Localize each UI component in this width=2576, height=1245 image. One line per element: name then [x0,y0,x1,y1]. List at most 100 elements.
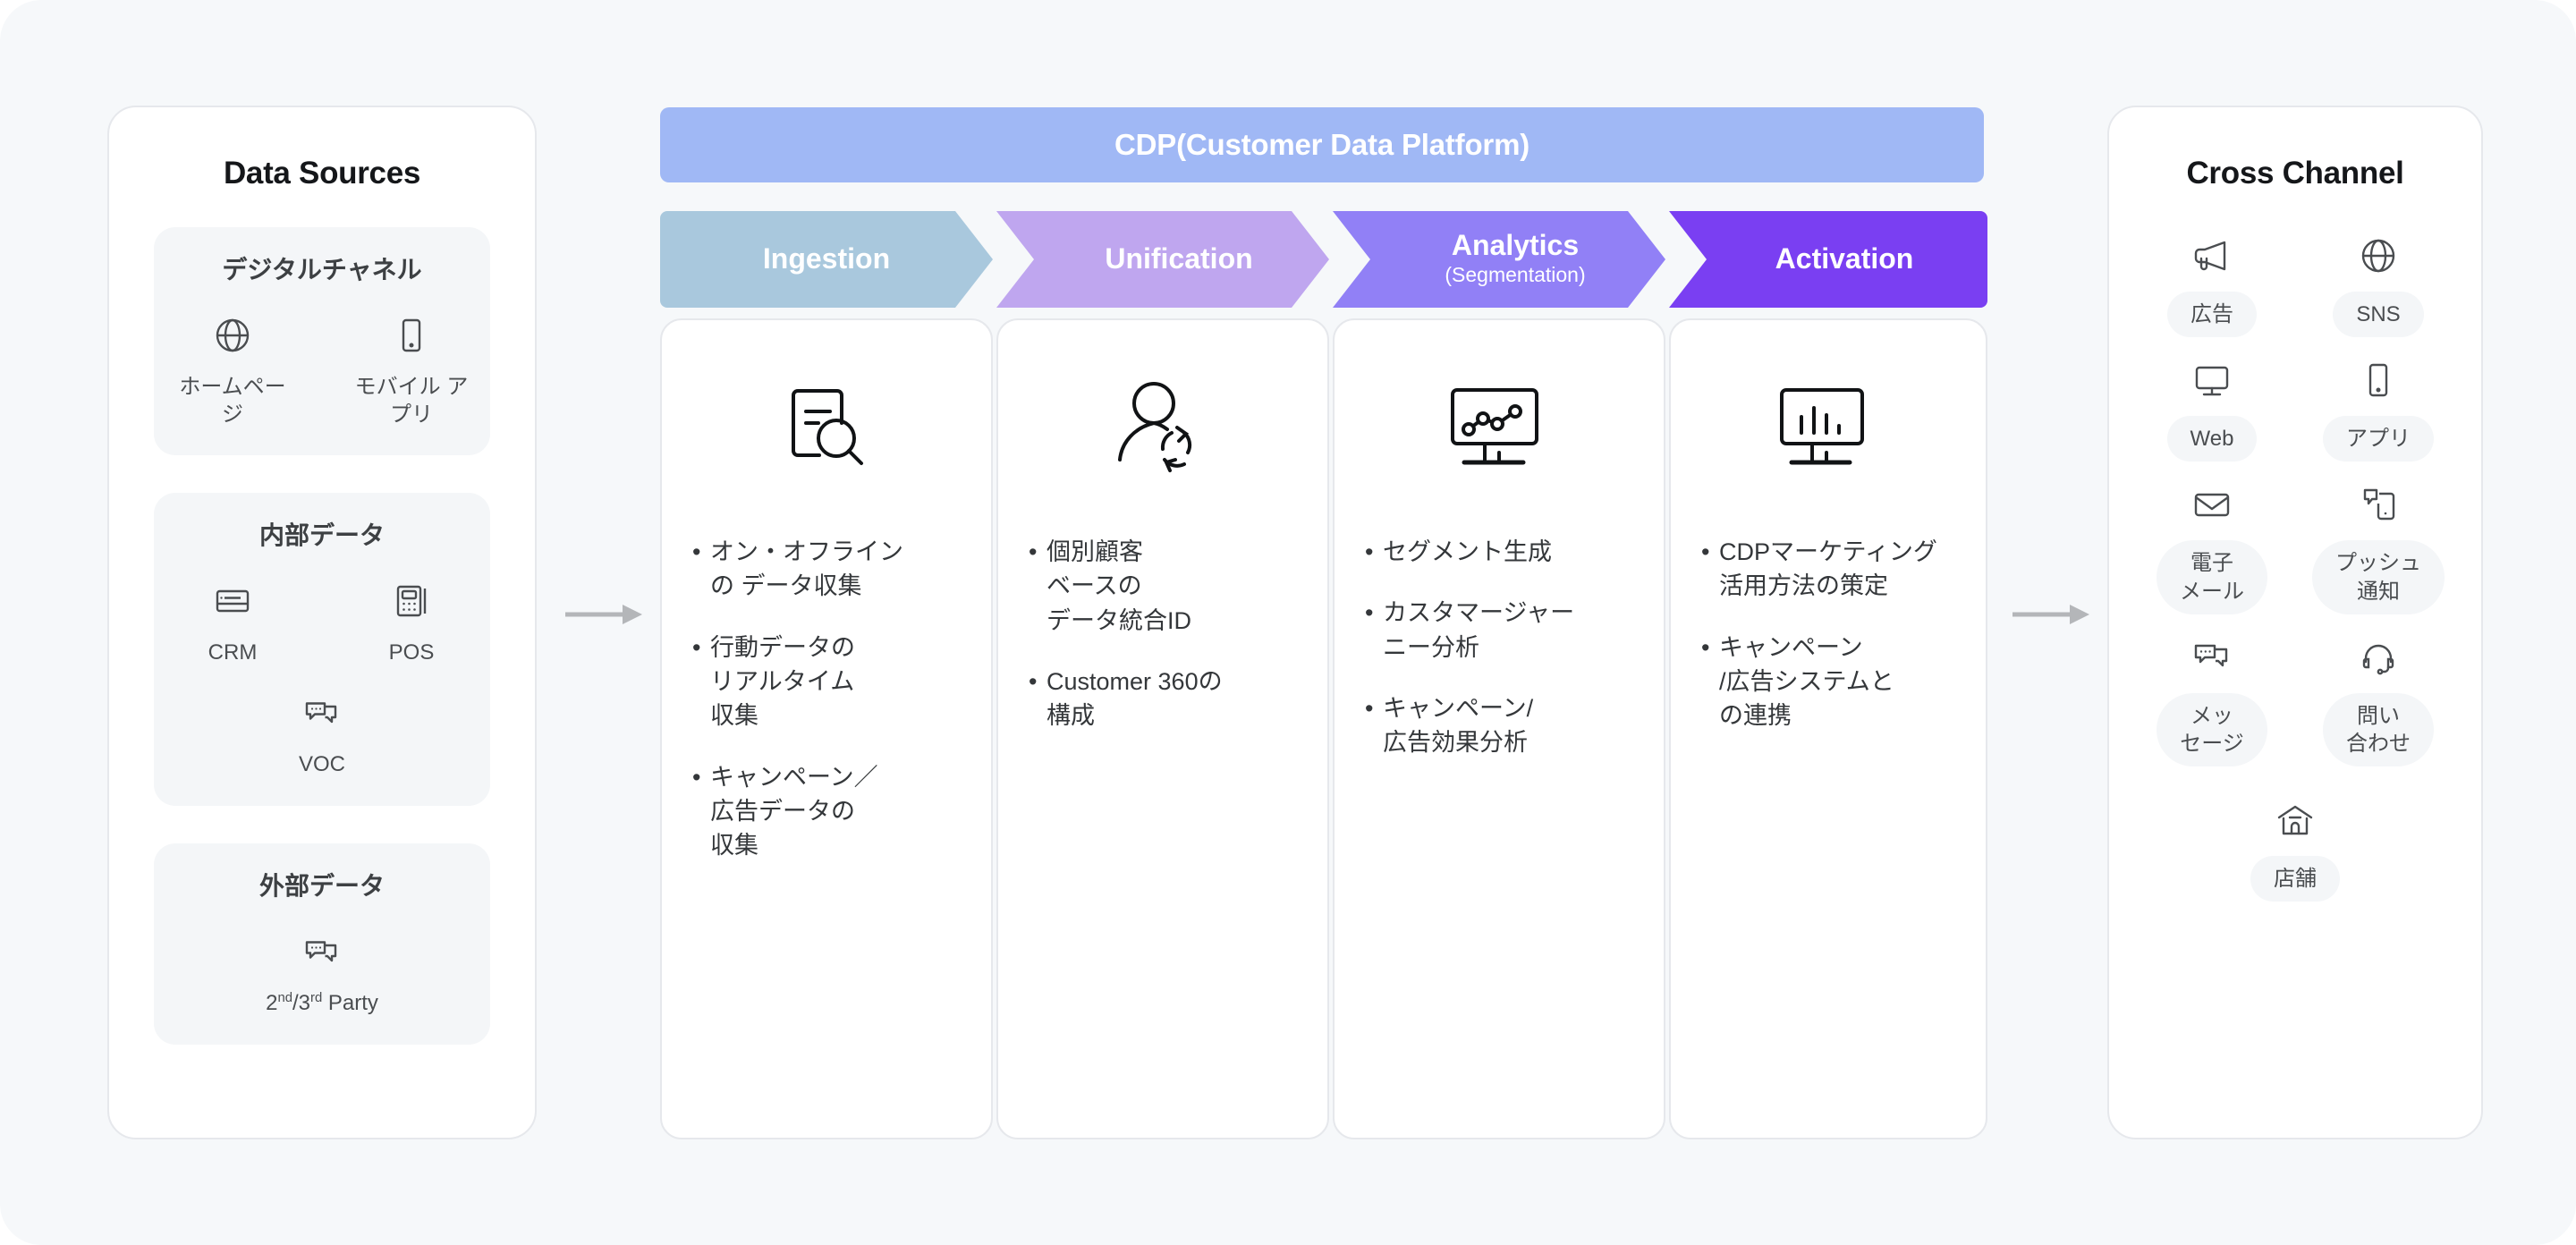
source-item-pos[interactable]: POS [349,572,474,667]
list-item: •キャンペーン /広告システムと の連携 [1701,631,1955,733]
stage-ingestion[interactable]: Ingestion [660,211,993,308]
bullet-dot: • [1701,538,1710,565]
monitor-line-chart-icon [1335,320,1664,535]
channel-item-app[interactable]: アプリ [2302,351,2454,462]
source-label: 2nd/3rd Party [266,990,378,1015]
list-item: • 行動データの リアルタイム 収集 [692,631,961,733]
arrow-sources-to-cdp [564,601,644,632]
source-item-voc[interactable]: VOC [255,683,389,779]
source-item-2nd-3rd-party[interactable]: 2nd/3rd Party [255,922,389,1018]
group-title: 外部データ [258,871,385,900]
list-item: •セグメント生成 [1365,535,1633,569]
channel-label: プッシュ 通知 [2312,540,2445,614]
stage-activation[interactable]: Activation [1669,211,1987,308]
bullet-text: オン・オフライン の データ収集 [710,538,903,600]
bullet-text: キャンペーン／ 広告データの 収集 [710,763,878,860]
channel-item-email[interactable]: 電子 メール [2136,476,2288,614]
channel-item-ad[interactable]: 広告 [2136,227,2288,338]
bullet-list: • CDPマーケティング 活用方法の策定 •キャンペーン /広告システムと の連携 [1671,535,1986,733]
group-digital-channel: デジタルチャネル ホームページ [154,227,490,456]
arrow-cdp-to-channels [2011,601,2091,632]
document-search-icon [662,320,991,535]
list-item: • Customer 360の 構成 [1029,665,1297,733]
bullet-dot: • [1029,667,1038,695]
group-title: デジタルチャネル [222,256,422,284]
mobile-phone-icon [2356,351,2401,409]
bullet-dot: • [692,538,701,565]
channel-label: 広告 [2167,292,2257,338]
mobile-phone-icon [390,306,433,365]
channel-item-message[interactable]: メッ セージ [2136,629,2288,767]
source-label: CRM [208,640,258,665]
source-label: モバイル アプリ [354,375,469,427]
stage-column-unification: •個別顧客 ベースの データ統合ID • Customer 360の 構成 [996,318,1329,1139]
channel-item-push[interactable]: プッシュ 通知 [2302,476,2454,614]
globe-icon [211,306,254,365]
bullet-text: CDPマーケティング 活用方法の策定 [1719,538,1937,600]
store-icon [2273,792,2318,849]
list-item: • キャンペーン／ 広告データの 収集 [692,760,961,863]
bullet-dot: • [692,633,701,661]
cross-channel-title: Cross Channel [2186,156,2404,191]
cdp-stage-row: Ingestion Unification Analytics (Segment… [660,211,1987,308]
channel-grid: 広告 SNS We [2109,227,2481,902]
channel-item-web[interactable]: Web [2136,351,2288,462]
group-title: 内部データ [258,521,385,550]
bullet-dot: • [1701,633,1710,661]
stage-label: Ingestion [762,242,891,275]
pos-terminal-icon [390,572,433,631]
group-internal-data: 内部データ CRM [154,493,490,806]
source-label: ホームページ [179,375,286,427]
stage-sublabel: (Segmentation) [1445,263,1586,287]
list-item: • CDPマーケティング 活用方法の策定 [1701,535,1955,604]
bullet-list: •セグメント生成 •カスタマージャー ニー分析 • キャンペーン/ 広告効果分析 [1335,535,1664,760]
envelope-icon [2190,476,2234,533]
stage-column-activation: • CDPマーケティング 活用方法の策定 •キャンペーン /広告システムと の連携 [1669,318,1987,1139]
chat-bubbles-icon [301,683,343,742]
bullet-list: •個別顧客 ベースの データ統合ID • Customer 360の 構成 [998,535,1327,733]
stage-column-ingestion: • オン・オフライン の データ収集 • 行動データの リアルタイム 収集 • キャン… [660,318,993,1139]
list-item: • キャンペーン/ 広告効果分析 [1365,691,1633,760]
group-external-data: 外部データ 2nd/3rd Party [154,843,490,1045]
stage-analytics[interactable]: Analytics (Segmentation) [1333,211,1665,308]
list-item: •個別顧客 ベースの データ統合ID [1029,535,1297,638]
bullet-text: Customer 360の 構成 [1046,667,1223,730]
bullet-dot: • [1365,694,1374,722]
channel-label: 電子 メール [2157,540,2267,614]
cdp-header-title: CDP(Customer Data Platform) [1114,128,1530,161]
channel-label: アプリ [2323,416,2434,462]
source-label: VOC [298,752,345,777]
icon-row: 2nd/3rd Party [170,922,474,1018]
channel-item-store[interactable]: 店舗 [2129,792,2462,902]
icon-row: CRM [170,572,474,667]
bullet-dot: • [692,763,701,791]
data-sources-panel: Data Sources デジタルチャネル ホームページ [107,106,537,1139]
stage-unification[interactable]: Unification [996,211,1329,308]
channel-label: SNS [2333,292,2424,338]
stage-label: Unification [1105,242,1253,275]
cross-channel-panel: Cross Channel 広告 SNS [2107,106,2483,1139]
list-item: • オン・オフライン の データ収集 [692,535,961,604]
source-item-crm[interactable]: CRM [170,572,295,667]
source-item-homepage[interactable]: ホームページ [170,306,295,428]
list-item: •カスタマージャー ニー分析 [1365,596,1633,665]
bullet-list: • オン・オフライン の データ収集 • 行動データの リアルタイム 収集 • キャン… [662,535,991,863]
channel-label: 問い 合わせ [2323,692,2434,767]
bullet-dot: • [1365,538,1374,565]
monitor-bar-chart-icon [1671,320,1986,535]
data-sources-title: Data Sources [223,156,421,191]
stage-label: Analytics [1451,229,1580,262]
source-label: POS [388,640,435,665]
stage-label: Activation [1775,242,1914,275]
channel-item-sns[interactable]: SNS [2302,227,2454,338]
person-sync-icon [998,320,1327,535]
channel-label: 店舗 [2250,856,2340,902]
icon-row: ホームページ モバイル アプリ [170,306,474,428]
megaphone-icon [2190,227,2234,284]
chat-bubbles-icon [301,922,343,981]
bullet-text: 行動データの リアルタイム 収集 [710,633,855,730]
channel-item-inquiry[interactable]: 問い 合わせ [2302,629,2454,767]
source-item-mobile-app[interactable]: モバイル アプリ [349,306,474,428]
bullet-text: キャンペーン/ 広告効果分析 [1383,694,1534,757]
channel-label: メッ セージ [2157,692,2267,767]
